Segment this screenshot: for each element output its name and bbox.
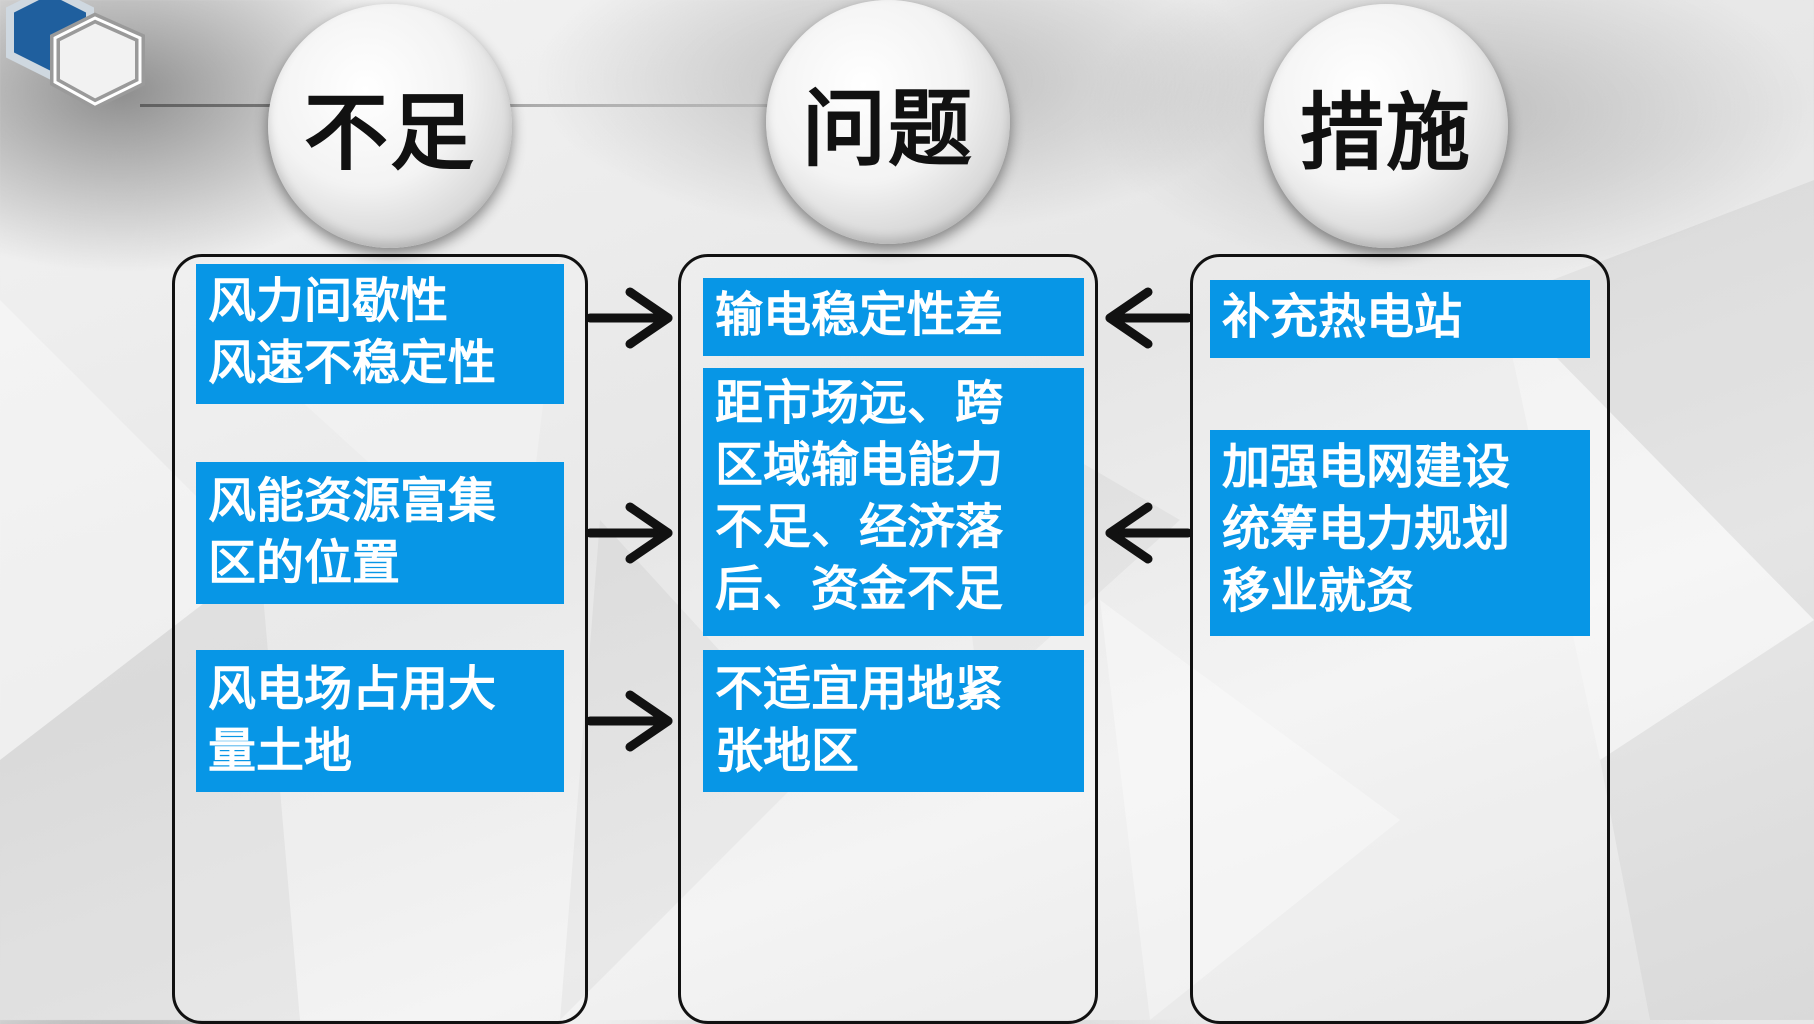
shortcoming-box-1: 风力间歇性 风速不稳定性 [196,264,564,404]
header-rule [140,104,1020,107]
shortcoming-box-3: 风电场占用大 量土地 [196,650,564,792]
heading-shortcomings: 不足 [268,4,512,248]
hexagon-logo-icon [6,0,145,110]
heading-measures-label: 措施 [1299,83,1472,182]
heading-measures: 措施 [1264,4,1508,248]
heading-problems: 问题 [766,0,1010,244]
problem-box-3: 不适宜用地紧 张地区 [703,650,1084,792]
problem-box-1: 输电稳定性差 [703,278,1084,356]
heading-problems-label: 问题 [801,79,974,178]
problem-box-2: 距市场远、跨 区域输电能力 不足、经济落 后、资金不足 [703,368,1084,636]
measures-panel [1190,254,1610,1024]
measure-box-1: 补充热电站 [1210,280,1590,358]
shortcoming-box-2: 风能资源富集 区的位置 [196,462,564,604]
heading-shortcomings-label: 不足 [303,83,476,182]
measure-box-2: 加强电网建设 统筹电力规划 移业就资 [1210,430,1590,636]
